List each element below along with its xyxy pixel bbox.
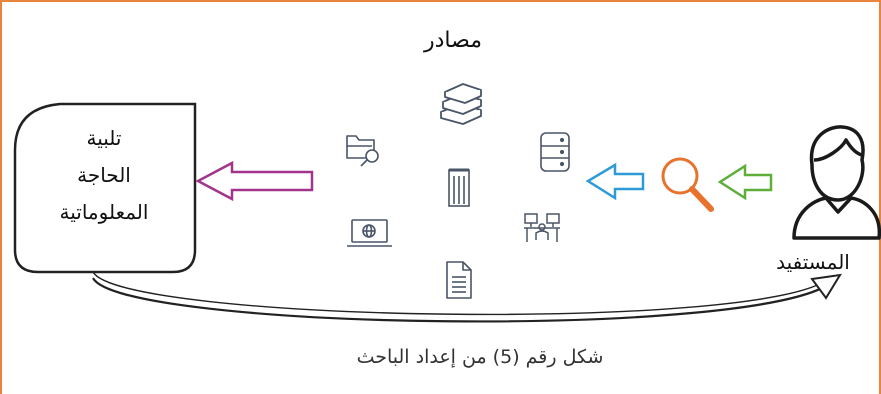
response-box-text: تلبية الحاجة المعلوماتية [14,120,194,231]
books-icon [440,83,482,125]
curved-arrow [92,271,842,323]
box-line-3: المعلوماتية [59,200,149,224]
folder-search-icon [346,135,379,167]
user-label: المستفيد [776,250,850,274]
database-icon [540,132,570,172]
user-icon [792,125,881,240]
meeting-icon [524,213,560,242]
magnifier-icon [661,157,714,212]
box-line-2: الحاجة [77,163,131,187]
sources-title: مصادر [424,28,482,53]
building-icon [448,168,470,207]
purple-arrow [195,160,314,202]
laptop-globe-icon [347,219,392,247]
figure-caption: شكل رقم (5) من إعداد الباحث [356,346,604,368]
green-arrow [717,163,773,201]
box-line-1: تلبية [86,126,122,150]
document-icon [446,261,472,299]
response-box [13,102,197,274]
blue-arrow [585,162,645,201]
